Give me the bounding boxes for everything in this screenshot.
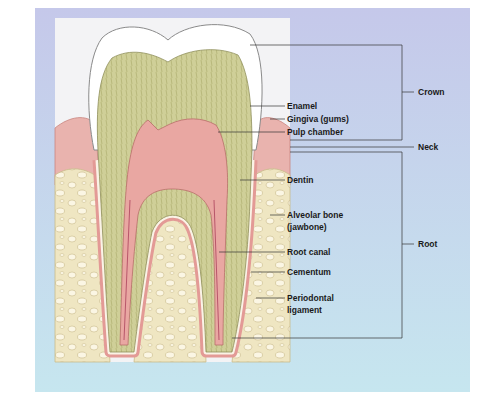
- pulp: [120, 119, 228, 345]
- leader-line: [251, 272, 285, 273]
- bracket-line: [402, 244, 414, 245]
- leader-lines: [218, 45, 414, 338]
- region-label: Neck: [418, 141, 438, 153]
- bracket-line: [402, 45, 403, 140]
- leader-line: [256, 298, 285, 299]
- leader-line: [218, 132, 285, 133]
- bracket-line: [290, 152, 402, 153]
- illustration-panel: [55, 18, 290, 362]
- leader-line: [270, 119, 285, 120]
- region-label: Crown: [418, 86, 444, 98]
- leader-line: [219, 252, 285, 253]
- part-label: Enamel: [287, 100, 317, 112]
- part-label: Alveolar bone (jawbone): [287, 209, 367, 233]
- bracket-line: [250, 45, 402, 46]
- bracket-line: [290, 140, 402, 141]
- dentin: [97, 50, 252, 352]
- part-label: Cementum: [287, 266, 331, 278]
- bracket-line: [290, 147, 414, 148]
- background-panel: [35, 8, 470, 392]
- blood-vessel: [124, 200, 219, 340]
- leader-line: [270, 215, 285, 216]
- region-label: Root: [418, 238, 437, 250]
- leader-line: [240, 180, 285, 181]
- bracket-line: [232, 338, 402, 339]
- bracket-line: [402, 152, 403, 338]
- part-label: Root canal: [287, 246, 330, 258]
- part-label: Dentin: [287, 174, 313, 186]
- part-label: Gingiva (gums): [287, 113, 349, 125]
- part-label: Pulp chamber: [287, 126, 343, 138]
- leader-line: [250, 106, 285, 107]
- bracket-line: [402, 92, 414, 93]
- part-label: Periodontal ligament: [287, 292, 367, 316]
